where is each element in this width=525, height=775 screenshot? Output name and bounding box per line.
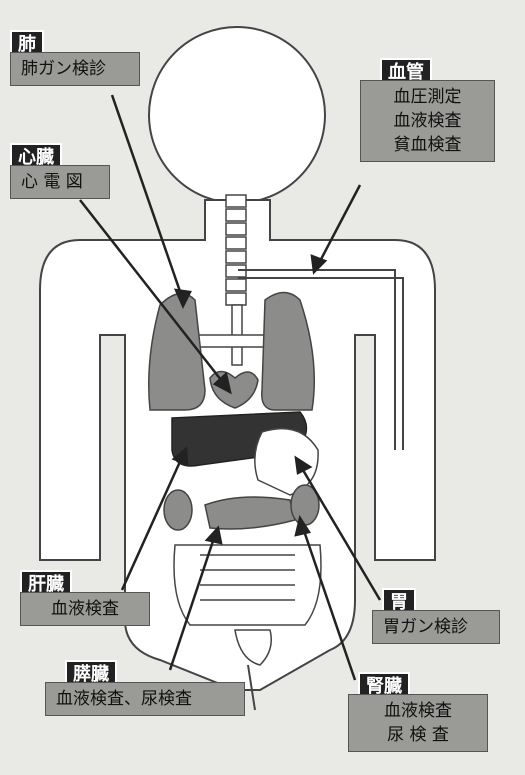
label-blood-vessel-line-1: 血圧測定 (393, 87, 462, 107)
label-stomach-box: 胃ガン検診 (372, 610, 500, 644)
label-liver-box: 血液検査 (20, 592, 150, 626)
right-lung (261, 291, 316, 411)
label-heart-line-1: 心 電 図 (21, 172, 83, 192)
head (148, 26, 326, 204)
label-stomach: 胃 胃ガン検診 (372, 588, 500, 658)
label-kidney: 腎臓 血液検査 尿 検 査 (348, 672, 488, 770)
label-stomach-line-1: 胃ガン検診 (383, 617, 468, 637)
label-kidney-line-1: 血液検査 (384, 701, 452, 721)
label-pancreas-line-1: 血液検査、尿検査 (56, 689, 192, 709)
label-pancreas: 膵臓 血液検査、尿検査 (45, 660, 245, 730)
label-lung-box: 肺ガン検診 (10, 52, 140, 86)
stomach-organ (254, 427, 319, 496)
label-liver: 肝臓 血液検査 (20, 570, 150, 640)
urethra (247, 664, 256, 711)
left-kidney (163, 489, 193, 531)
spine (225, 194, 247, 306)
blood-vessel-path (238, 269, 404, 450)
label-blood-vessel-box: 血圧測定 血液検査 貧血検査 (360, 80, 495, 162)
label-heart-box: 心 電 図 (10, 165, 110, 199)
label-kidney-line-2: 尿 検 査 (387, 725, 449, 745)
intestines (173, 544, 322, 666)
pointer-arrows (79, 94, 382, 681)
label-heart: 心臓 心 電 図 (10, 143, 110, 213)
label-heart-tag: 心臓 (10, 143, 62, 173)
label-blood-vessel-line-2: 血液検査 (393, 111, 462, 131)
label-kidney-box: 血液検査 尿 検 査 (348, 694, 488, 752)
label-pancreas-tag: 膵臓 (65, 660, 117, 690)
label-lung-line-1: 肺ガン検診 (21, 59, 106, 79)
label-pancreas-box: 血液検査、尿検査 (45, 682, 245, 716)
label-lung: 肺 肺ガン検診 (10, 30, 140, 100)
label-blood-vessel: 血管 血圧測定 血液検査 貧血検査 (360, 58, 495, 193)
label-blood-vessel-line-3: 貧血検査 (393, 135, 462, 155)
label-liver-line-1: 血液検査 (51, 599, 119, 619)
